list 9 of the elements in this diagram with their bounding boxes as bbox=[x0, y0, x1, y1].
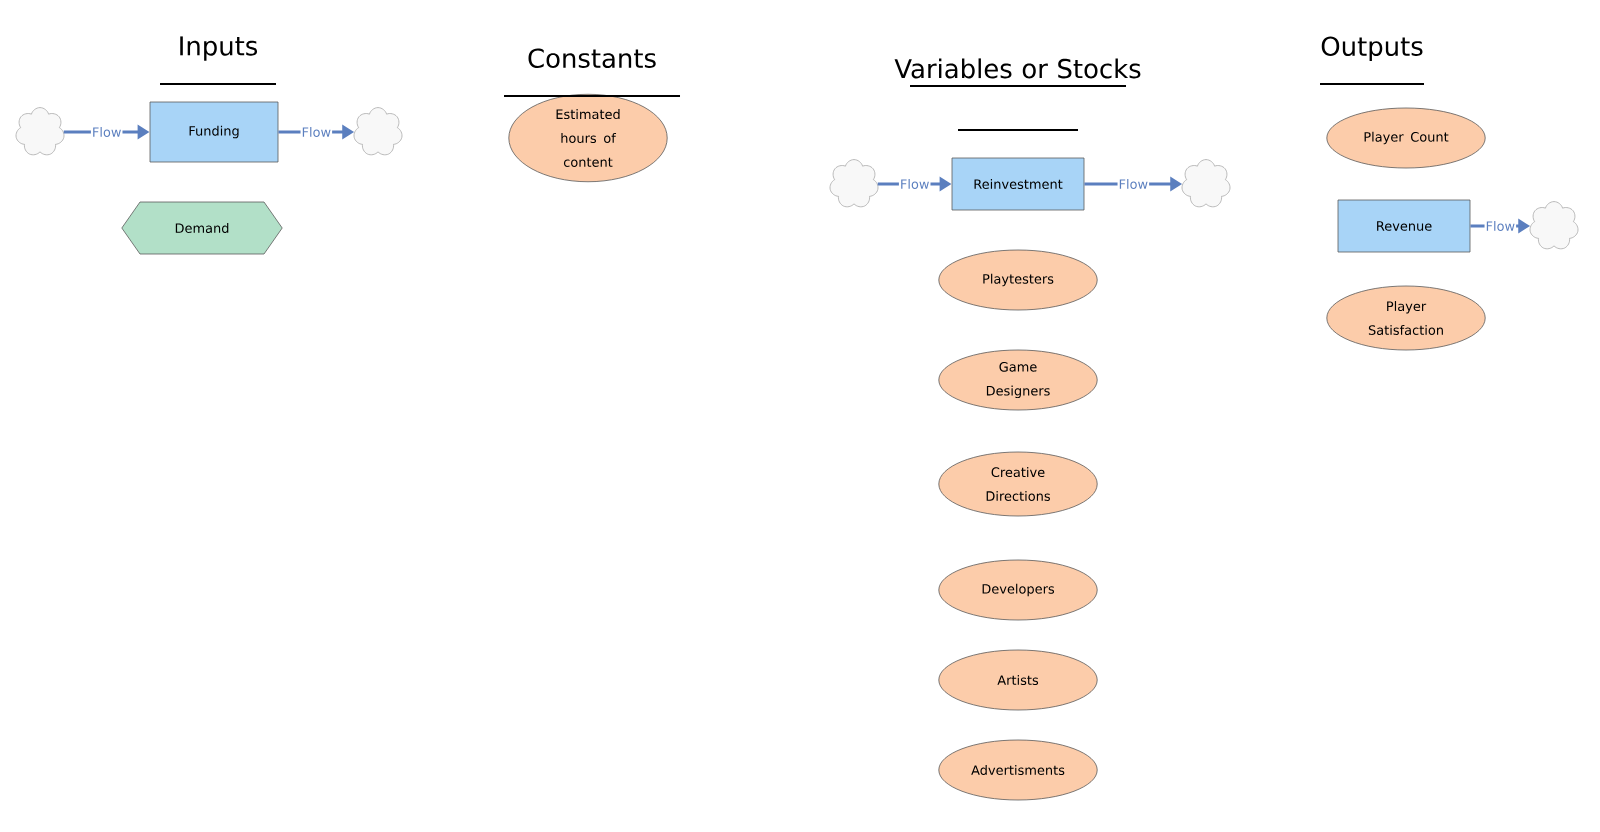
cloud-shape bbox=[829, 159, 879, 208]
heading: Inputs bbox=[180, 36, 258, 61]
cloud-shape bbox=[353, 107, 403, 156]
cloud-shape bbox=[15, 107, 65, 156]
cloud-shape bbox=[1181, 159, 1231, 208]
heading: Constants bbox=[528, 48, 656, 68]
heading: Outputs bbox=[1321, 36, 1423, 61]
heading: Variables or Stocks bbox=[894, 58, 1141, 79]
cloud-shape bbox=[1529, 201, 1579, 250]
